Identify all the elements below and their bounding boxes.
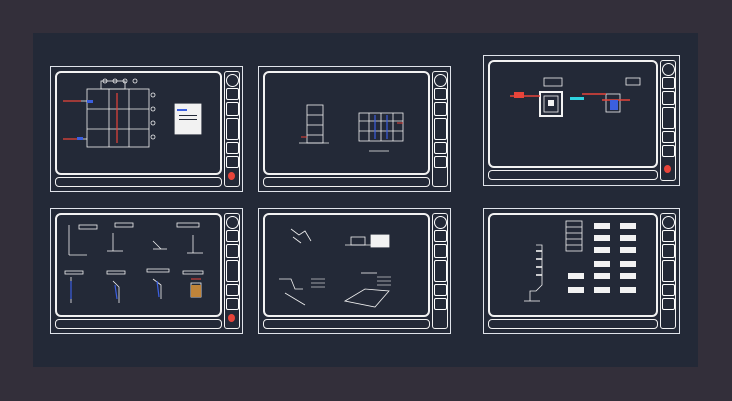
company-logo-icon <box>662 63 675 76</box>
sheet-footer-strip <box>263 319 430 329</box>
schedules-drawing <box>524 220 636 302</box>
stamp-icon <box>228 314 235 322</box>
title-block <box>224 213 240 329</box>
sheet-footer-strip <box>263 177 430 187</box>
drawing-sheet-4[interactable] <box>50 208 243 334</box>
title-block <box>432 213 448 329</box>
sheet-border <box>488 213 658 317</box>
company-logo-icon <box>434 74 447 87</box>
company-logo-icon <box>226 74 239 87</box>
site-detail-drawing <box>510 77 641 117</box>
title-block <box>432 71 448 187</box>
sheet-border <box>263 213 430 317</box>
sheet-border <box>263 71 430 175</box>
sheet-footer-strip <box>488 319 658 329</box>
drawing-sheet-2[interactable] <box>258 66 451 192</box>
sheet-footer-strip <box>488 170 658 180</box>
elevation-drawing <box>299 104 404 152</box>
sheet-border <box>488 60 658 168</box>
title-block <box>224 71 240 187</box>
sheet-border <box>55 71 222 175</box>
title-block <box>660 213 676 329</box>
stamp-icon <box>228 172 235 180</box>
construction-details-drawing <box>64 222 204 303</box>
drawing-sheet-1[interactable] <box>50 66 243 192</box>
sheet-footer-strip <box>55 319 222 329</box>
cad-model-space[interactable] <box>33 33 698 367</box>
section-details-drawing <box>279 228 391 308</box>
sheet-border <box>55 213 222 317</box>
drawing-sheet-5[interactable] <box>258 208 451 334</box>
title-block <box>660 60 676 181</box>
company-logo-icon <box>434 216 447 229</box>
drawing-sheet-3[interactable] <box>483 55 680 186</box>
sheet-footer-strip <box>55 177 222 187</box>
floor-plan-drawing <box>63 78 202 148</box>
company-logo-icon <box>662 216 675 229</box>
stamp-icon <box>664 165 671 173</box>
company-logo-icon <box>226 216 239 229</box>
drawing-sheet-6[interactable] <box>483 208 680 334</box>
